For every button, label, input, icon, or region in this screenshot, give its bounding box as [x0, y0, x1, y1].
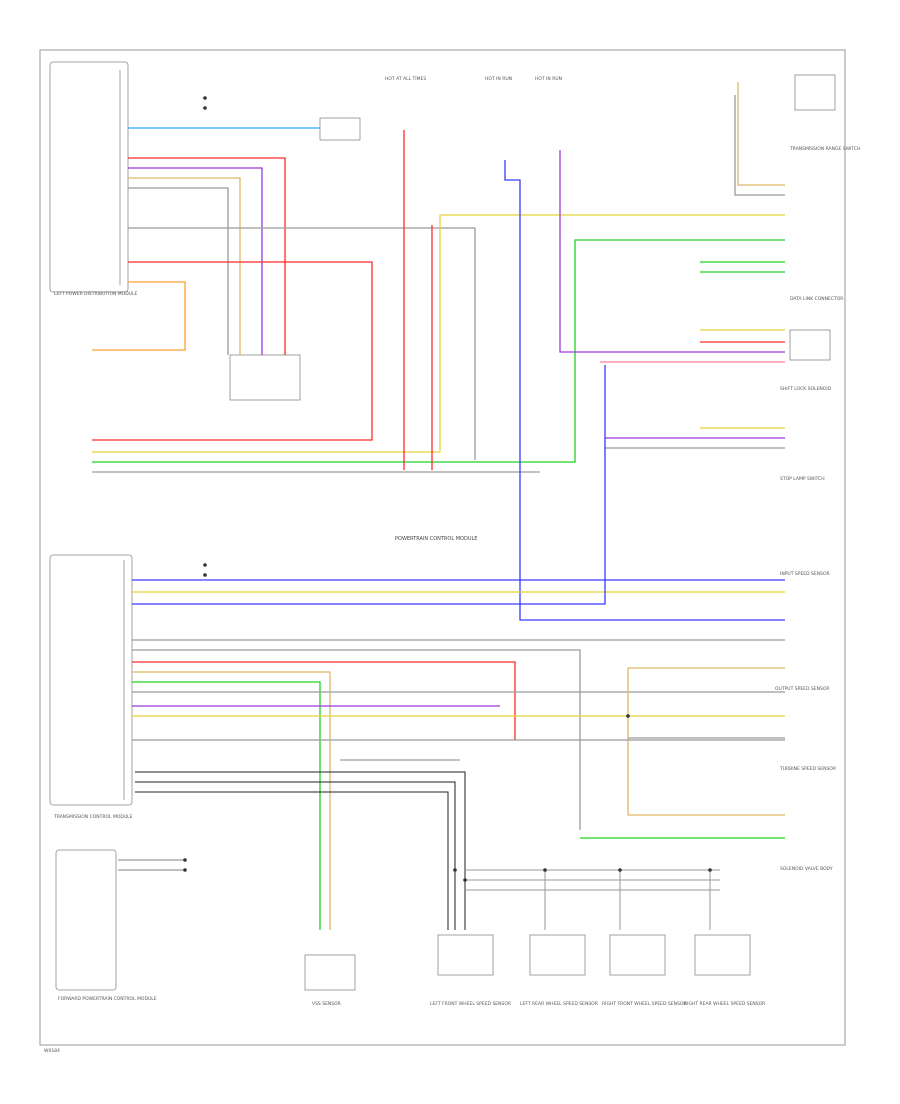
right-label-1: TRANSMISSION RANGE SWITCH: [789, 146, 860, 152]
right-label-4: STOP LAMP SWITCH: [780, 476, 825, 482]
left-module-top: LEFT POWER DISTRIBUTION MODULE: [49, 61, 137, 297]
junction-dot-9: [463, 878, 467, 882]
wire-gray-b: [128, 227, 476, 460]
tcm-label: TRANSMISSION CONTROL MODULE: [53, 814, 133, 820]
wire-bus-1: [135, 771, 466, 930]
junction-box-middle: [229, 354, 301, 401]
bottom-connector-4: RIGHT REAR WHEEL SPEED SENSOR: [684, 934, 765, 1007]
wire-red-long: [92, 261, 373, 441]
bottom-connector-3: RIGHT FRONT WHEEL SPEED SENSOR: [602, 934, 687, 1007]
wire-tan-right-top: [737, 82, 785, 186]
junction-dots: [183, 96, 712, 882]
junction-dot-8: [453, 868, 457, 872]
relay-box-top: [319, 117, 361, 141]
top-fuse-3: HOT IN RUN: [535, 76, 562, 82]
svg-text:RIGHT REAR WHEEL SPEED SENSOR: RIGHT REAR WHEEL SPEED SENSOR: [684, 1001, 765, 1007]
bottom-left-module: FORWARD POWERTRAIN CONTROL MODULE: [55, 849, 157, 1002]
wire-gray-right-top: [734, 95, 785, 196]
wire-tan-tcm-3: [627, 668, 785, 816]
right-label-6: OUTPUT SPEED SENSOR: [775, 686, 830, 692]
right-connector-top: [794, 74, 836, 111]
svg-text:RIGHT FRONT WHEEL SPEED SENSOR: RIGHT FRONT WHEEL SPEED SENSOR: [602, 1001, 687, 1007]
wire-tan-a: [128, 177, 241, 355]
svg-text:LEFT REAR WHEEL SPEED SENSOR: LEFT REAR WHEEL SPEED SENSOR: [520, 1001, 598, 1007]
wire-blue-tcm-2: [132, 365, 606, 605]
right-label-2: DATA LINK CONNECTOR: [790, 296, 843, 302]
bottom-connector-1: LEFT FRONT WHEEL SPEED SENSOR: [430, 934, 511, 1007]
wire-gray-a: [128, 187, 229, 355]
footer-code: W0184: [44, 1048, 60, 1054]
wire-tan-tcm: [132, 671, 331, 930]
left-module-top-label: LEFT POWER DISTRIBUTION MODULE: [54, 291, 137, 297]
wire-green-long: [92, 239, 785, 463]
wire-red-tcm: [132, 661, 516, 740]
top-fuse-1: HOT AT ALL TIMES: [385, 76, 426, 82]
junction-dot-4: [203, 573, 207, 577]
junction-dot-1: [203, 96, 207, 100]
top-fuse-2: HOT IN RUN: [485, 76, 512, 82]
right-label-3: SHIFT LOCK SOLENOID: [780, 386, 832, 392]
wire-green-tcm: [132, 681, 321, 930]
junction-dot-10: [543, 868, 547, 872]
right-label-8: SOLENOID VALVE BODY: [780, 866, 833, 872]
junction-dot-5: [183, 858, 187, 862]
junction-dot-6: [183, 868, 187, 872]
junction-dot-11: [618, 868, 622, 872]
bottom-connector-2: LEFT REAR WHEEL SPEED SENSOR: [520, 934, 598, 1007]
center-ecm-label: POWERTRAIN CONTROL MODULE: [395, 536, 477, 542]
wire-yellow-a: [92, 214, 785, 453]
right-connector-mid: [789, 329, 831, 361]
sensor-box-bottom: [304, 954, 356, 991]
wire-purple-fuse: [559, 150, 785, 353]
wire-bus-2: [135, 781, 456, 930]
diagram-frame: [39, 49, 846, 1046]
right-label-7: TURBINE SPEED SENSOR: [779, 766, 836, 772]
bottom-left-module-label: FORWARD POWERTRAIN CONTROL MODULE: [58, 996, 157, 1002]
sensor-bottom-label: VSS SENSOR: [312, 1001, 341, 1007]
svg-text:LEFT FRONT WHEEL SPEED SENSOR: LEFT FRONT WHEEL SPEED SENSOR: [430, 1001, 511, 1007]
tcm-module: TRANSMISSION CONTROL MODULE: [49, 554, 133, 820]
wire-purple-a: [128, 167, 263, 355]
wires: [92, 82, 785, 930]
right-label-5: INPUT SPEED SENSOR: [780, 571, 830, 577]
junction-dot-3: [203, 563, 207, 567]
wire-red-a: [128, 157, 286, 355]
junction-dot-12: [708, 868, 712, 872]
junction-dot-7: [626, 714, 630, 718]
junction-dot-2: [203, 106, 207, 110]
wire-blue-fuse: [504, 160, 785, 621]
wire-gray-tcm-2: [132, 649, 581, 830]
wire-orange-a: [92, 281, 186, 351]
wire-bus-3: [135, 791, 449, 930]
